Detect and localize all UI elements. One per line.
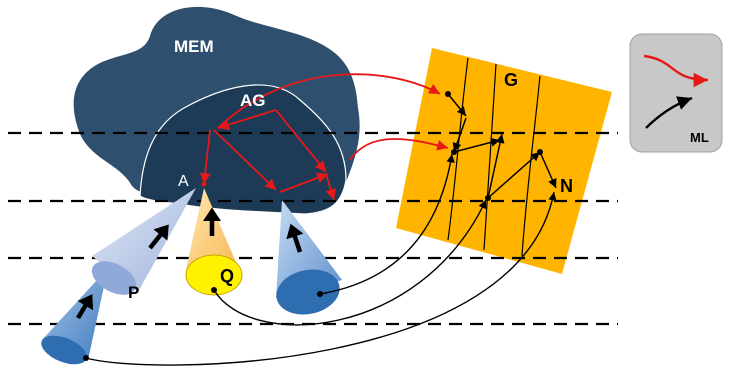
cone-bottom-left [41,268,108,365]
grid-arrows [447,93,557,199]
red-arrows [199,73,449,201]
link-curves [85,153,557,366]
label-q: Q [220,266,234,286]
cone-p [91,188,196,295]
cone-right [276,200,342,315]
ag-region [139,84,347,215]
label-n: N [560,176,573,196]
legend-red-arrow [643,54,709,88]
legend-box: ML [629,33,723,153]
label-p: P [128,283,139,302]
cone-q [185,188,243,296]
label-g: G [504,70,518,90]
legend-label-ml: ML [690,130,709,145]
legend-black-arrow [645,96,693,129]
label-mem: MEM [174,37,214,56]
label-ag: AG [240,91,266,110]
label-a: A [178,173,189,190]
